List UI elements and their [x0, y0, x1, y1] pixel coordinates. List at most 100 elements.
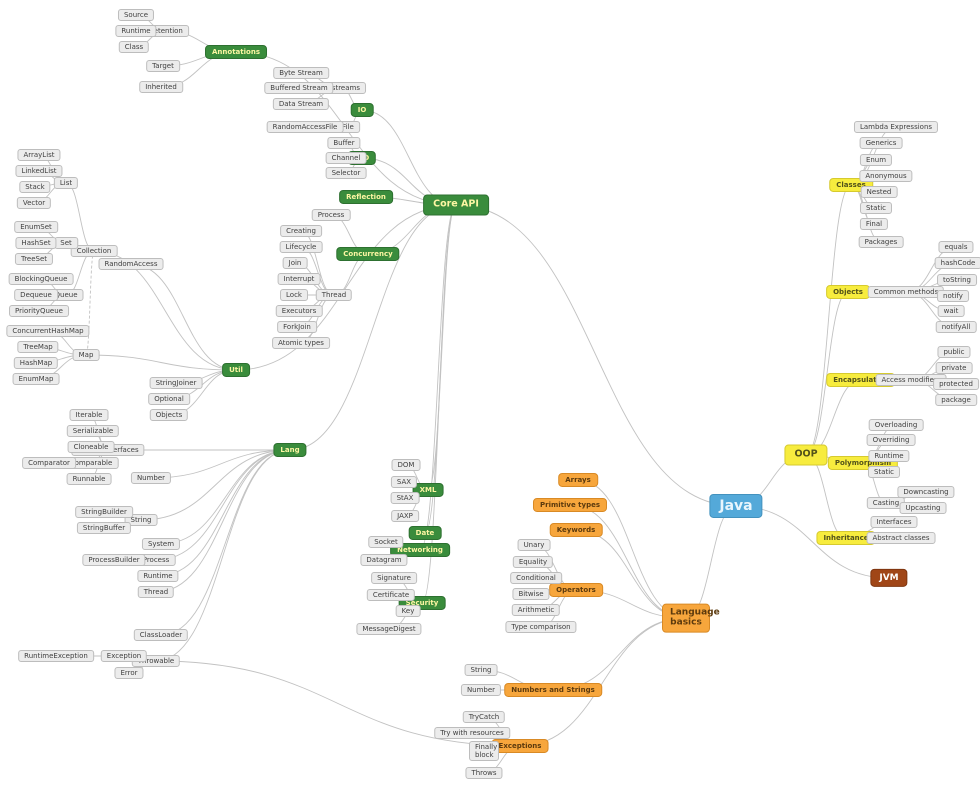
node-byte-stream[interactable]: Byte Stream [273, 66, 329, 80]
node-signature[interactable]: Signature [371, 571, 417, 585]
node-notifyall[interactable]: notifyAll [935, 320, 977, 334]
node-arraylist[interactable]: ArrayList [17, 148, 61, 162]
node-process-conc[interactable]: Process [311, 208, 351, 222]
node-public[interactable]: public [937, 345, 971, 359]
node-runtime-ann[interactable]: Runtime [115, 24, 157, 38]
node-enumset[interactable]: EnumSet [14, 220, 58, 234]
node-jaxp[interactable]: JAXP [391, 509, 419, 523]
node-nested[interactable]: Nested [860, 185, 898, 199]
node-dequeue[interactable]: Dequeue [14, 288, 58, 302]
node-runtimeexception[interactable]: RuntimeException [18, 649, 94, 663]
node-equals[interactable]: equals [938, 240, 974, 254]
node-annotations[interactable]: Annotations [205, 44, 267, 60]
node-finally-block[interactable]: Finally block [469, 740, 499, 762]
node-tostring[interactable]: toString [937, 273, 977, 287]
node-hashmap[interactable]: HashMap [13, 356, 59, 370]
node-target[interactable]: Target [146, 59, 180, 73]
node-runnable[interactable]: Runnable [66, 472, 112, 486]
node-util[interactable]: Util [222, 362, 250, 378]
node-collection[interactable]: Collection [70, 244, 118, 258]
node-stack[interactable]: Stack [19, 180, 51, 194]
node-processbuilder[interactable]: ProcessBuilder [82, 553, 146, 567]
node-lang[interactable]: Lang [273, 442, 307, 458]
node-vector[interactable]: Vector [16, 196, 52, 210]
node-static-poly[interactable]: Static [867, 465, 901, 479]
node-priorityqueue[interactable]: PriorityQueue [9, 304, 69, 318]
node-oop[interactable]: OOP [784, 444, 828, 466]
node-data-stream[interactable]: Data Stream [272, 97, 330, 111]
node-classloader[interactable]: ClassLoader [133, 628, 189, 642]
node-datagram[interactable]: Datagram [360, 553, 408, 567]
node-numbers-strings[interactable]: Numbers and Strings [504, 682, 602, 698]
node-trycatch[interactable]: TryCatch [462, 710, 506, 724]
node-sax[interactable]: SAX [390, 475, 418, 489]
node-wait[interactable]: wait [937, 304, 965, 318]
node-private[interactable]: private [935, 361, 973, 375]
node-protected[interactable]: protected [933, 377, 979, 391]
node-hashcode[interactable]: hashCode [934, 256, 980, 270]
node-unary[interactable]: Unary [517, 538, 551, 552]
node-abstract-classes[interactable]: Abstract classes [866, 531, 936, 545]
node-socket[interactable]: Socket [368, 535, 404, 549]
node-type-comparison[interactable]: Type comparison [505, 620, 577, 634]
node-blockingqueue[interactable]: BlockingQueue [8, 272, 74, 286]
node-access-modifiers[interactable]: Access modifiers [875, 373, 947, 387]
node-interfaces[interactable]: Interfaces [870, 515, 918, 529]
node-equality[interactable]: Equality [512, 555, 554, 569]
node-final[interactable]: Final [859, 217, 889, 231]
node-source[interactable]: Source [117, 8, 155, 22]
node-stringjoiner[interactable]: StringJoiner [149, 376, 203, 390]
node-serializable[interactable]: Serializable [66, 424, 120, 438]
node-concurrency[interactable]: Concurrency [336, 246, 400, 262]
node-number-nb[interactable]: Number [460, 683, 502, 697]
node-number-lang[interactable]: Number [130, 471, 172, 485]
node-messagedigest[interactable]: MessageDigest [356, 622, 422, 636]
node-arithmetic[interactable]: Arithmetic [511, 603, 561, 617]
node-operators[interactable]: Operators [549, 582, 603, 598]
node-join[interactable]: Join [282, 256, 308, 270]
node-core-api[interactable]: Core API [423, 194, 489, 216]
node-linkedlist[interactable]: LinkedList [15, 164, 63, 178]
node-basics[interactable]: Language basics [662, 603, 720, 633]
node-conditional[interactable]: Conditional [510, 571, 562, 585]
node-notify[interactable]: notify [937, 289, 969, 303]
node-stringbuffer[interactable]: StringBuffer [76, 521, 132, 535]
node-packages[interactable]: Packages [858, 235, 904, 249]
node-thread-lang[interactable]: Thread [137, 585, 175, 599]
node-enum[interactable]: Enum [859, 153, 893, 167]
node-class-ann[interactable]: Class [118, 40, 150, 54]
node-package[interactable]: package [935, 393, 977, 407]
node-cloneable[interactable]: Cloneable [67, 440, 115, 454]
node-generics[interactable]: Generics [859, 136, 903, 150]
node-system[interactable]: System [141, 537, 181, 551]
node-forkjoin[interactable]: ForkJoin [277, 320, 317, 334]
node-trywr[interactable]: Try with resources [434, 726, 510, 740]
node-inherited[interactable]: Inherited [139, 80, 183, 94]
node-atomic[interactable]: Atomic types [272, 336, 330, 350]
node-buffer[interactable]: Buffer [327, 136, 361, 150]
node-overloading[interactable]: Overloading [868, 418, 924, 432]
node-error[interactable]: Error [114, 666, 144, 680]
node-string-lang[interactable]: String [124, 513, 158, 527]
node-comparable[interactable]: Comparable [63, 456, 119, 470]
node-stax[interactable]: StAX [390, 491, 420, 505]
node-io[interactable]: IO [350, 102, 374, 118]
node-bitwise[interactable]: Bitwise [512, 587, 550, 601]
node-lock[interactable]: Lock [280, 288, 308, 302]
node-string-nb[interactable]: String [464, 663, 498, 677]
node-jvm[interactable]: JVM [870, 568, 908, 588]
node-downcasting[interactable]: Downcasting [897, 485, 955, 499]
node-objects-oop[interactable]: Objects [826, 284, 870, 300]
node-stringbuilder[interactable]: StringBuilder [75, 505, 133, 519]
node-executors[interactable]: Executors [275, 304, 323, 318]
node-map[interactable]: Map [72, 348, 100, 362]
node-set[interactable]: Set [54, 236, 78, 250]
node-xml[interactable]: XML [412, 482, 444, 498]
node-runtime-poly[interactable]: Runtime [868, 449, 910, 463]
node-chm[interactable]: ConcurrentHashMap [6, 324, 90, 338]
node-primitive-types[interactable]: Primitive types [532, 497, 608, 513]
node-throws[interactable]: Throws [465, 766, 503, 780]
node-creating[interactable]: Creating [280, 224, 322, 238]
node-lambda[interactable]: Lambda Expressions [853, 120, 939, 134]
node-overriding[interactable]: Overriding [866, 433, 916, 447]
